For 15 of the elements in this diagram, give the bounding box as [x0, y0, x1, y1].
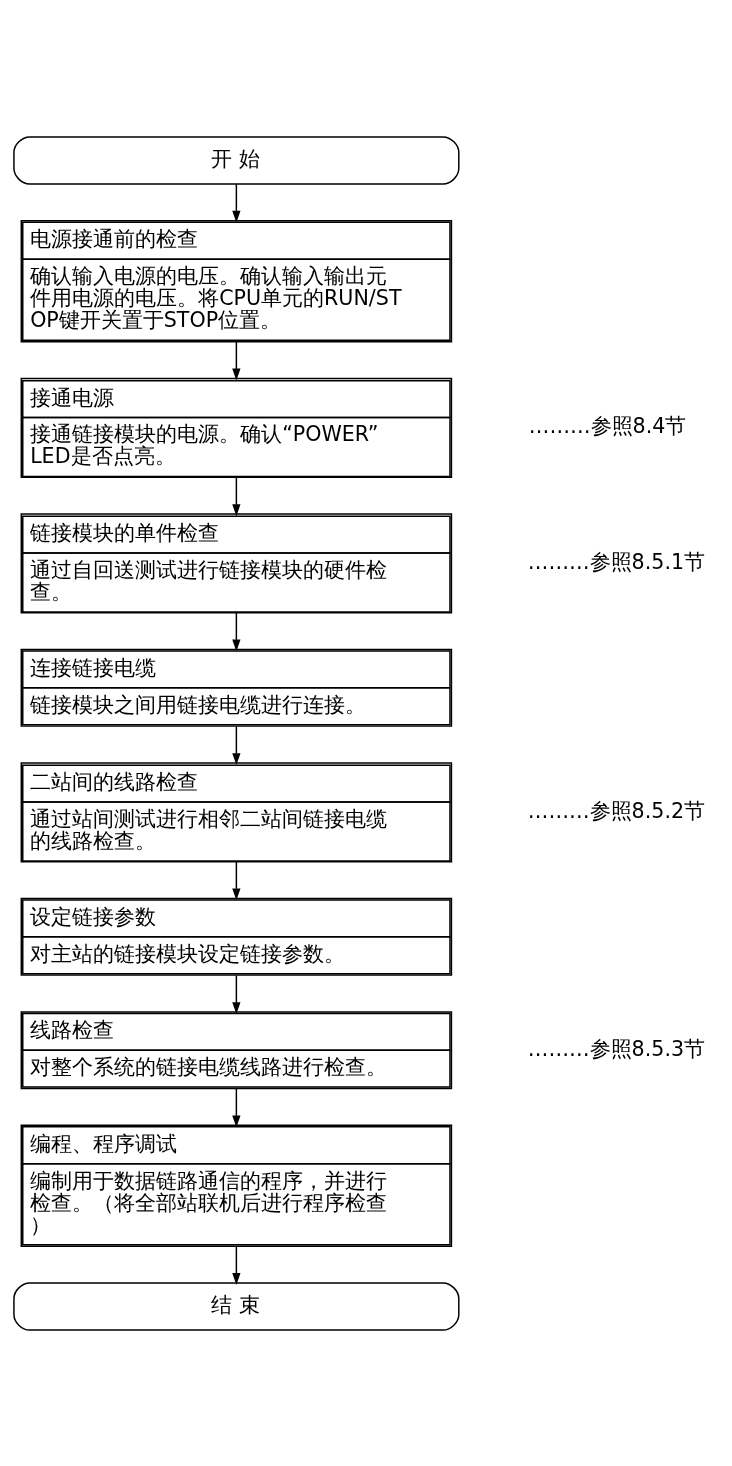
node-box: 开 始	[13, 135, 460, 185]
arrow	[232, 340, 241, 380]
arrow	[232, 611, 241, 651]
arrow	[232, 1087, 241, 1127]
arrow	[232, 974, 241, 1014]
arrow	[232, 725, 241, 765]
node-label: ………参照8.5.2节	[527, 798, 706, 823]
arrow	[232, 1245, 241, 1285]
node-label: ………参照8.5.3节	[527, 1036, 706, 1061]
node-label: ………参照8.5.1节	[527, 549, 706, 574]
node-box: 结 束	[13, 1281, 460, 1331]
node-label: ………参照8.4节	[528, 413, 687, 438]
arrow	[232, 860, 241, 900]
arrow	[232, 476, 241, 516]
arrow	[232, 182, 241, 223]
